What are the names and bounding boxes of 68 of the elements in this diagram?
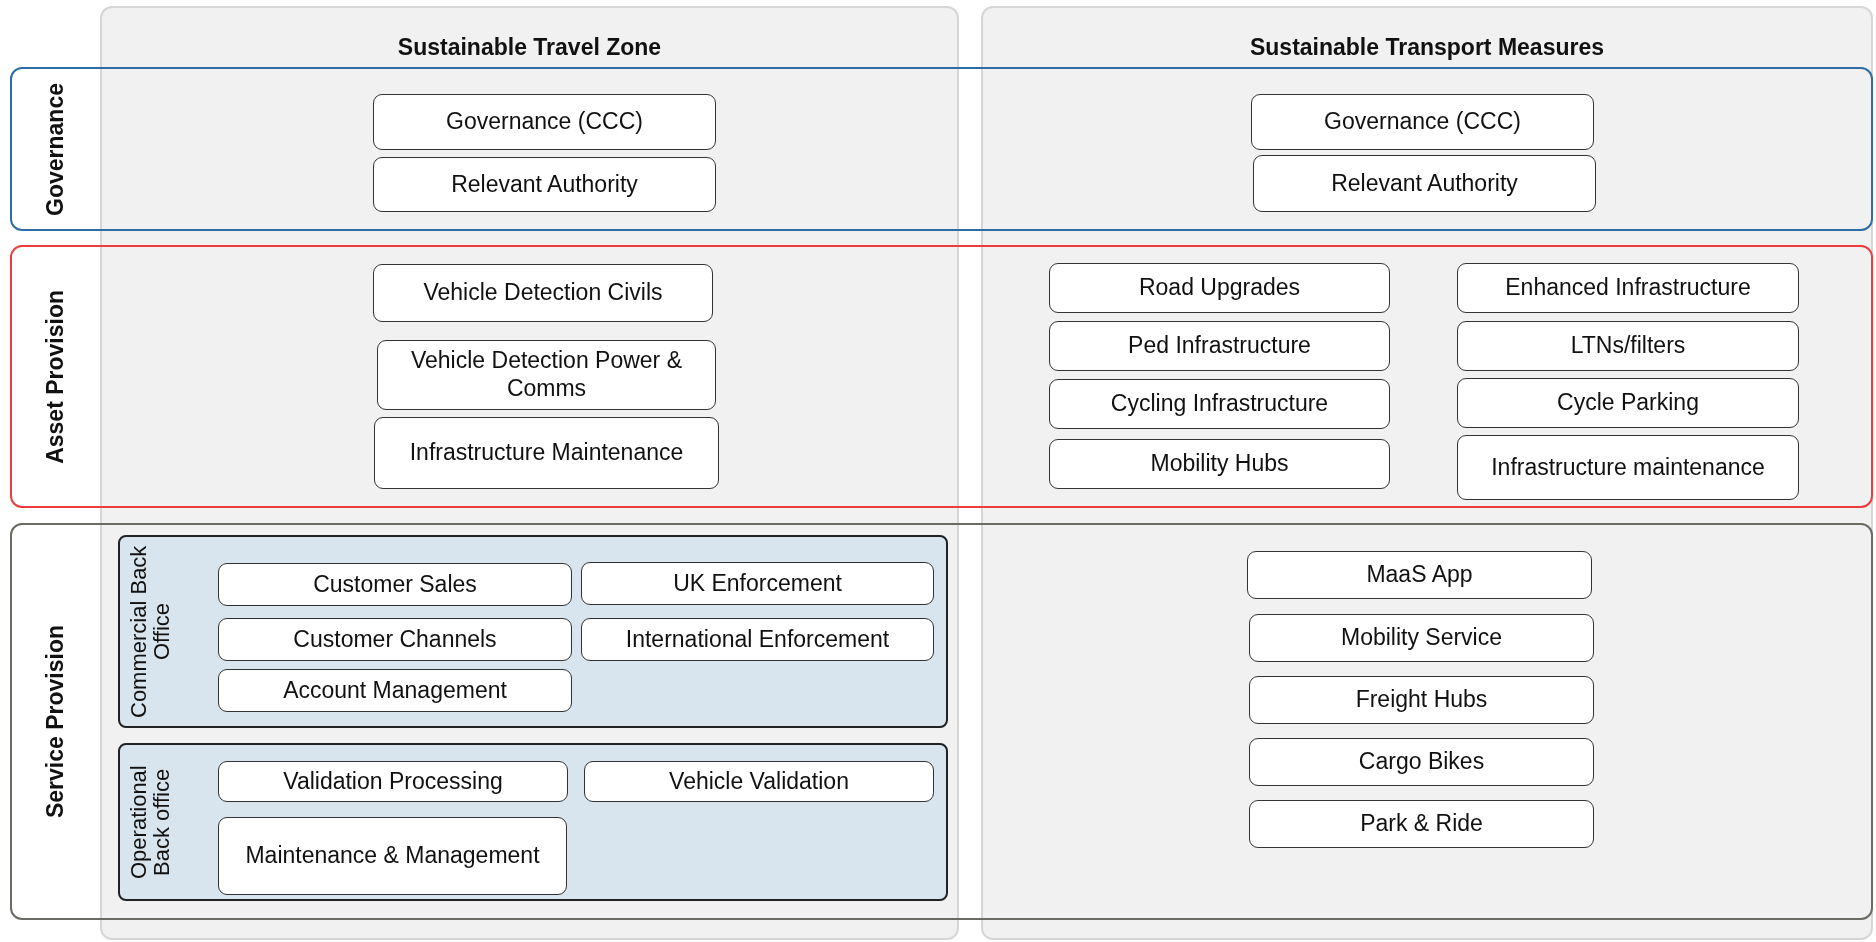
item-label: Mobility Hubs bbox=[1150, 450, 1289, 478]
item-label: Relevant Authority bbox=[451, 170, 638, 199]
item-box bbox=[1247, 551, 1592, 599]
item-label: Freight Hubs bbox=[1355, 686, 1488, 714]
item-box bbox=[373, 264, 713, 322]
item-box bbox=[1457, 263, 1799, 313]
item-label: Governance (CCC) bbox=[446, 108, 643, 136]
item-label: Ped Infrastructure bbox=[1128, 332, 1311, 360]
item-label: Park & Ride bbox=[1360, 810, 1483, 838]
group-heading: Operational Back office bbox=[126, 764, 174, 881]
item-box bbox=[1049, 263, 1390, 313]
item-label: Maintenance & Management bbox=[245, 842, 540, 870]
item-label: Enhanced Infrastructure bbox=[1505, 274, 1751, 302]
item-label: Customer Channels bbox=[293, 625, 497, 654]
item-box bbox=[1049, 379, 1390, 429]
item-box bbox=[218, 563, 572, 606]
group-heading: Commercial Back Office bbox=[126, 544, 174, 720]
item-label: Relevant Authority bbox=[1331, 169, 1518, 198]
item-box bbox=[1457, 378, 1799, 428]
item-box bbox=[581, 618, 934, 661]
item-label: Vehicle Validation bbox=[669, 767, 849, 796]
item-label: Vehicle Detection Power & Comms bbox=[409, 347, 683, 403]
row-heading: Asset Provision bbox=[42, 289, 68, 464]
item-box bbox=[1251, 94, 1594, 150]
item-box bbox=[1457, 435, 1799, 500]
item-box bbox=[218, 817, 567, 895]
item-label: Account Management bbox=[283, 676, 507, 705]
item-box bbox=[218, 618, 572, 661]
row-heading: Governance bbox=[42, 82, 68, 216]
item-label: MaaS App bbox=[1366, 561, 1473, 589]
item-label: Cargo Bikes bbox=[1358, 748, 1485, 776]
item-box bbox=[374, 417, 719, 489]
item-box bbox=[373, 94, 716, 150]
item-label: Mobility Service bbox=[1340, 624, 1502, 652]
item-box bbox=[218, 761, 568, 802]
item-box bbox=[373, 157, 716, 212]
row-band bbox=[10, 245, 1873, 508]
item-label: Road Upgrades bbox=[1138, 274, 1301, 302]
item-box bbox=[1049, 439, 1390, 489]
item-label: Cycling Infrastructure bbox=[1110, 390, 1329, 418]
item-label: Infrastructure Maintenance bbox=[409, 439, 684, 467]
item-box bbox=[1457, 321, 1799, 371]
item-box bbox=[218, 669, 572, 712]
item-box bbox=[1253, 155, 1596, 212]
item-box bbox=[1249, 800, 1594, 848]
item-box bbox=[377, 340, 716, 410]
row-band bbox=[10, 67, 1873, 231]
column-heading: Sustainable Transport Measures bbox=[1248, 34, 1606, 61]
item-label: LTNs/filters bbox=[1570, 332, 1686, 360]
item-label: Cycle Parking bbox=[1557, 389, 1699, 417]
group-box bbox=[118, 743, 948, 901]
row-band bbox=[10, 523, 1873, 920]
item-label: Vehicle Detection Civils bbox=[423, 279, 663, 307]
item-box bbox=[581, 562, 934, 605]
item-label: UK Enforcement bbox=[673, 569, 842, 598]
item-label: Validation Processing bbox=[283, 767, 503, 796]
item-label: Infrastructure maintenance bbox=[1491, 453, 1765, 482]
group-box bbox=[118, 535, 948, 728]
item-label: Governance (CCC) bbox=[1324, 108, 1521, 136]
item-box bbox=[1249, 738, 1594, 786]
item-box bbox=[1249, 614, 1594, 662]
item-box bbox=[1249, 676, 1594, 724]
item-label: Customer Sales bbox=[313, 570, 477, 599]
item-box bbox=[584, 761, 934, 802]
item-box bbox=[1049, 321, 1390, 371]
row-heading: Service Provision bbox=[42, 624, 68, 818]
column-heading: Sustainable Travel Zone bbox=[396, 34, 663, 61]
item-label: International Enforcement bbox=[625, 625, 890, 654]
